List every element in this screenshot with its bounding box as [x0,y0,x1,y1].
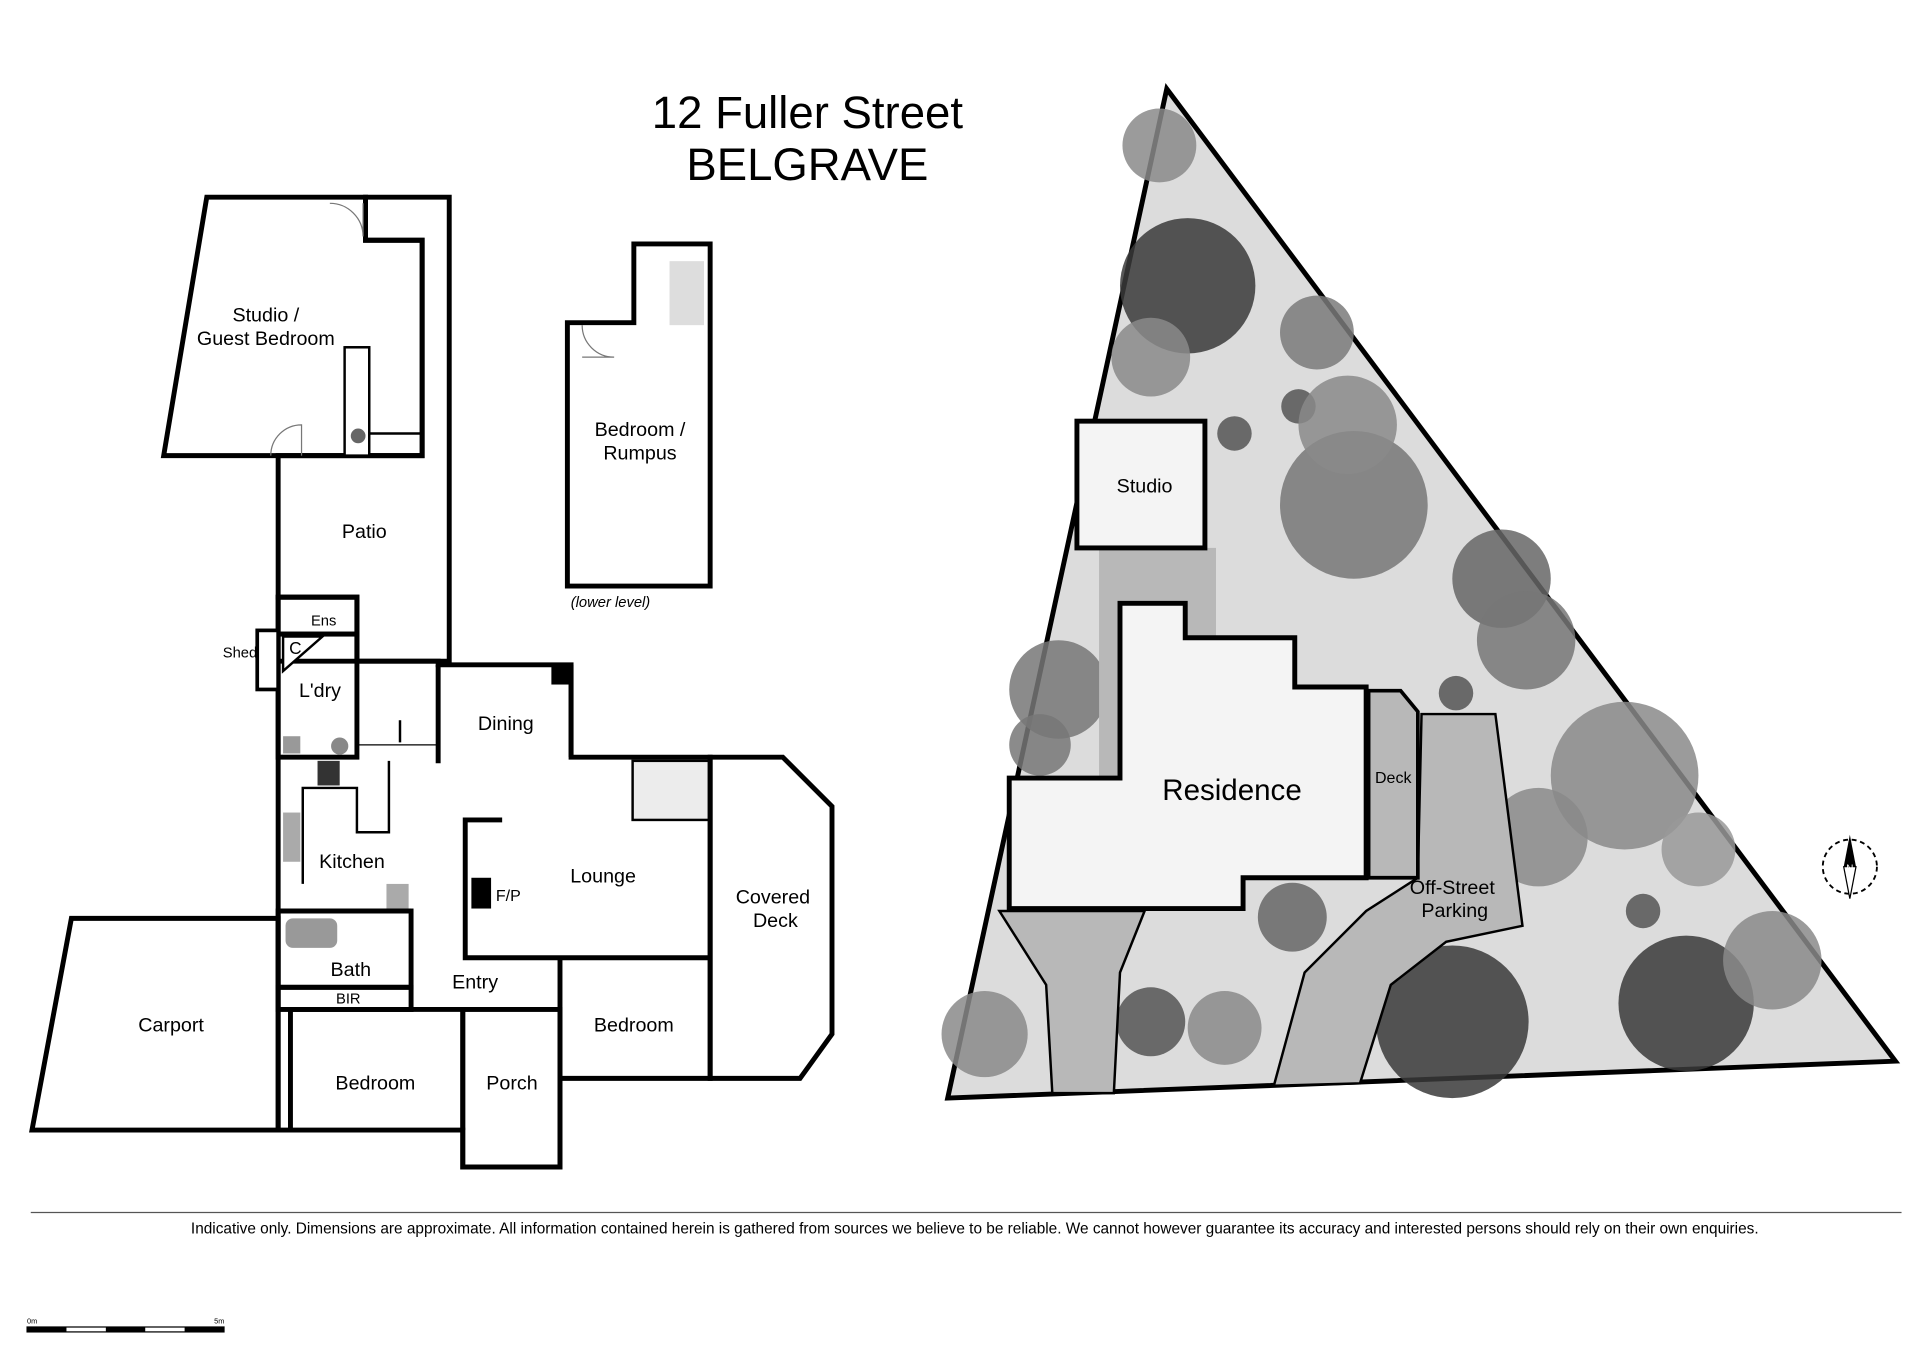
tree-icon [1187,991,1262,1065]
site-deck [1366,688,1420,880]
label-patio: Patio [342,521,387,543]
tree-icon [1009,714,1071,776]
tree-icon [1111,317,1191,397]
label-rumpus-2: Rumpus [603,442,676,464]
site-label-parking: Off-Street [1410,877,1496,899]
label-studio-2: Guest Bedroom [197,328,335,350]
label-shed: Shed [223,645,257,661]
site-label-studio: Studio [1117,476,1173,498]
studio-room [160,194,425,459]
tree-icon [1550,701,1699,850]
tree-icon [1280,431,1428,579]
tree-icon [1376,945,1529,1099]
parking-area [1272,712,1524,1088]
compass-north-icon: N [1821,834,1878,899]
label-bedroom-left: Bedroom [335,1072,415,1094]
tree-icon [1625,893,1661,929]
tree-icon [1257,882,1327,952]
scale-start: 0m [27,1316,37,1325]
title-address: 12 Fuller Street [652,87,964,138]
label-lounge: Lounge [570,866,636,888]
tree-icon [1723,911,1822,1010]
covered-deck [707,754,835,1081]
label-carport: Carport [138,1015,204,1037]
site-studio [1074,418,1208,551]
svg-text:N: N [1846,864,1853,875]
label-bath: Bath [331,959,372,981]
tree-icon [1438,675,1474,711]
porch [460,1007,563,1170]
rumpus-room [564,241,713,589]
label-kitchen: Kitchen [319,851,385,873]
floor-plan: Studio / Guest Bedroom Bedroom / Rumpus … [29,194,835,1170]
label-entry: Entry [452,972,498,994]
label-lower-level: (lower level) [571,595,651,611]
scale-end: 5m [214,1316,224,1325]
tree-icon [1122,108,1197,183]
site-plan: Studio Residence Deck Off-Street Parking… [941,83,1901,1101]
site-label-deck: Deck [1375,770,1412,787]
carport [29,915,281,1133]
site-label-parking-2: Parking [1421,900,1488,922]
tree-icon [1661,812,1736,887]
title-suburb: BELGRAVE [686,139,928,190]
label-bir: BIR [336,991,361,1007]
tree-icon [1217,416,1252,451]
tree-icon [1298,375,1397,475]
tree-icon [1476,591,1576,690]
site-residence [1006,600,1369,912]
tree-icon [1009,640,1108,739]
label-studio: Studio / [232,304,299,326]
site-label-residence: Residence [1162,774,1301,807]
laundry [275,631,360,760]
disclaimer: Indicative only. Dimensions are approxim… [191,1220,1759,1237]
label-bedroom-right: Bedroom [594,1015,674,1037]
label-covered-deck-2: Deck [753,910,798,932]
shed [255,628,280,692]
label-covered-deck: Covered [736,887,810,909]
tree-icon [941,991,1028,1078]
label-rumpus: Bedroom / [595,419,686,441]
label-laundry: L'dry [299,680,341,702]
tree-icon [1116,987,1186,1057]
label-fireplace: F/P [496,888,521,905]
tree-icon [1618,935,1754,1071]
label-dining: Dining [478,713,534,735]
label-cupboard: C [289,638,301,658]
label-ens: Ens [311,613,336,629]
tree-icon [1280,295,1354,370]
label-porch: Porch [486,1072,537,1094]
scale-bar: 0m 5m [26,1316,225,1333]
